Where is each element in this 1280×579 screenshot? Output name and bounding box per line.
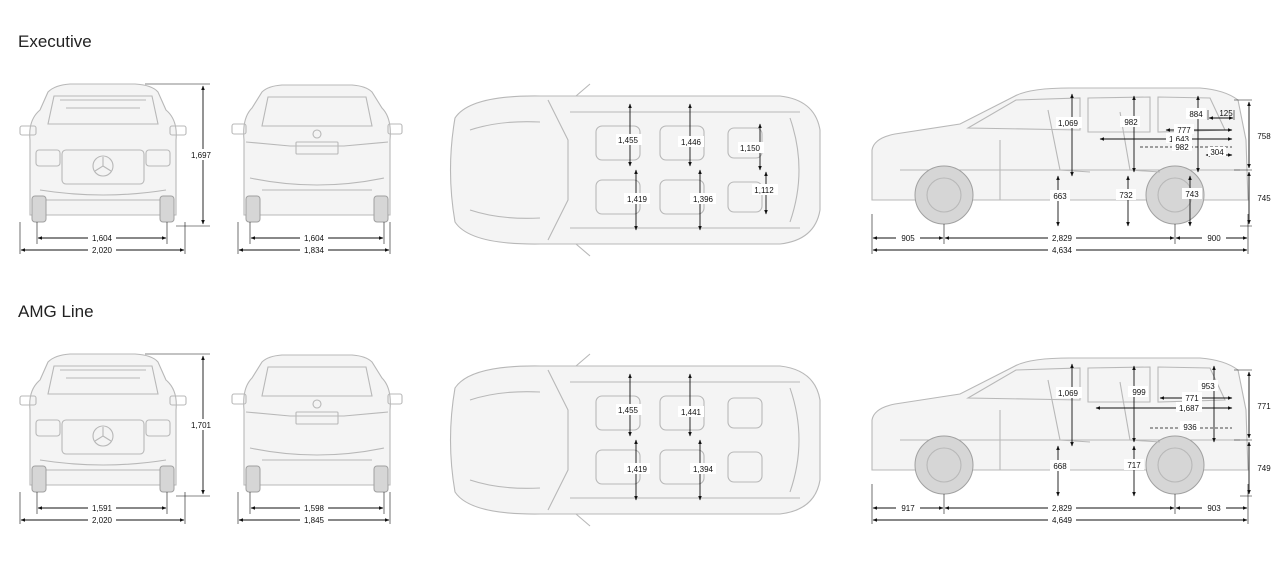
exec-side-seat1-label: 663	[1053, 192, 1067, 201]
amg-side-height-771-label: 771	[1257, 402, 1271, 411]
amg-front-view: 1,701 1,591 2,020	[19, 353, 214, 525]
amg-side-rear-overhang-label: 903	[1207, 504, 1221, 513]
amg-side-height-749-label: 749	[1257, 464, 1271, 473]
amg-side-cargo-771-label: 771	[1185, 394, 1199, 403]
exec-top-row2-lower-label: 1,396	[693, 195, 714, 204]
amg-top-row1-upper-label: 1,455	[618, 406, 639, 415]
amg-rear-track-label: 1,598	[304, 504, 325, 513]
exec-side-rear-overhang-label: 900	[1207, 234, 1221, 243]
exec-side-headroom3-label: 884	[1189, 110, 1203, 119]
amg-side-cargo-1687-label: 1,687	[1179, 404, 1200, 413]
exec-rear-width-label: 1,834	[304, 246, 325, 255]
exec-front-track-label: 1,604	[92, 234, 113, 243]
amg-side-headroom2-label: 999	[1132, 388, 1146, 397]
amg-side-length-label: 4,649	[1052, 516, 1073, 525]
exec-side-seat3-label: 743	[1185, 190, 1199, 199]
exec-top-row2-upper-label: 1,446	[681, 138, 702, 147]
exec-side-cargo-125-label: 125	[1219, 109, 1233, 118]
exec-side-seat2-label: 732	[1119, 191, 1133, 200]
exec-side-length-label: 4,634	[1052, 246, 1073, 255]
exec-front-width-label: 2,020	[92, 246, 113, 255]
amg-front-track-label: 1,591	[92, 504, 113, 513]
exec-front-height-label: 1,697	[191, 151, 212, 160]
exec-side-height-758-label: 758	[1257, 132, 1271, 141]
exec-top-row3-upper-label: 1,150	[740, 144, 761, 153]
amg-side-headroom3-label: 953	[1201, 382, 1215, 391]
exec-side-cargo-1643-label: 1,643	[1169, 135, 1190, 144]
exec-side-cargo-982-label: 982	[1175, 143, 1189, 152]
amg-rear-width-label: 1,845	[304, 516, 325, 525]
amg-side-wheelbase-label: 2,829	[1052, 504, 1073, 513]
amg-top-view: 1,455 1,419 1,441 1,394	[449, 353, 821, 527]
exec-side-wheelbase-label: 2,829	[1052, 234, 1073, 243]
amg-front-width-label: 2,020	[92, 516, 113, 525]
amg-side-cargo-936-label: 936	[1183, 423, 1197, 432]
amg-rear-view: 1,598 1,845	[231, 354, 403, 525]
amg-side-view: 1,069 999 953 771 1,687 936 668 717	[871, 357, 1274, 525]
executive-side-view: 1,069 982 884 125 777 1,643 982 304 663 …	[871, 87, 1274, 255]
exec-side-cargo-777-label: 777	[1177, 126, 1191, 135]
exec-side-cargo-304-label: 304	[1210, 148, 1224, 157]
amg-top-row2-lower-label: 1,394	[693, 465, 714, 474]
executive-rear-view: 1,604 1,834	[231, 84, 403, 255]
exec-rear-track-label: 1,604	[304, 234, 325, 243]
section-title-executive: Executive	[18, 32, 92, 51]
amg-side-seat2-label: 717	[1127, 461, 1141, 470]
exec-side-front-overhang-label: 905	[901, 234, 915, 243]
amg-side-seat1-label: 668	[1053, 462, 1067, 471]
exec-side-height-745-label: 745	[1257, 194, 1271, 203]
exec-top-row1-lower-label: 1,419	[627, 195, 648, 204]
exec-top-row3-lower-label: 1,112	[754, 186, 774, 195]
executive-front-view: 1,697 1,604 2,020	[19, 83, 214, 255]
amg-front-height-label: 1,701	[191, 421, 212, 430]
amg-top-row1-lower-label: 1,419	[627, 465, 648, 474]
executive-top-view: 1,455 1,419 1,446 1,396 1,150 1,112	[449, 83, 821, 257]
exec-side-headroom1-label: 1,069	[1058, 119, 1079, 128]
amg-side-headroom1-label: 1,069	[1058, 389, 1079, 398]
exec-side-headroom2-label: 982	[1124, 118, 1138, 127]
amg-side-front-overhang-label: 917	[901, 504, 915, 513]
amg-top-row2-upper-label: 1,441	[681, 408, 702, 417]
section-title-amg-line: AMG Line	[18, 302, 94, 321]
exec-top-row1-upper-label: 1,455	[618, 136, 639, 145]
